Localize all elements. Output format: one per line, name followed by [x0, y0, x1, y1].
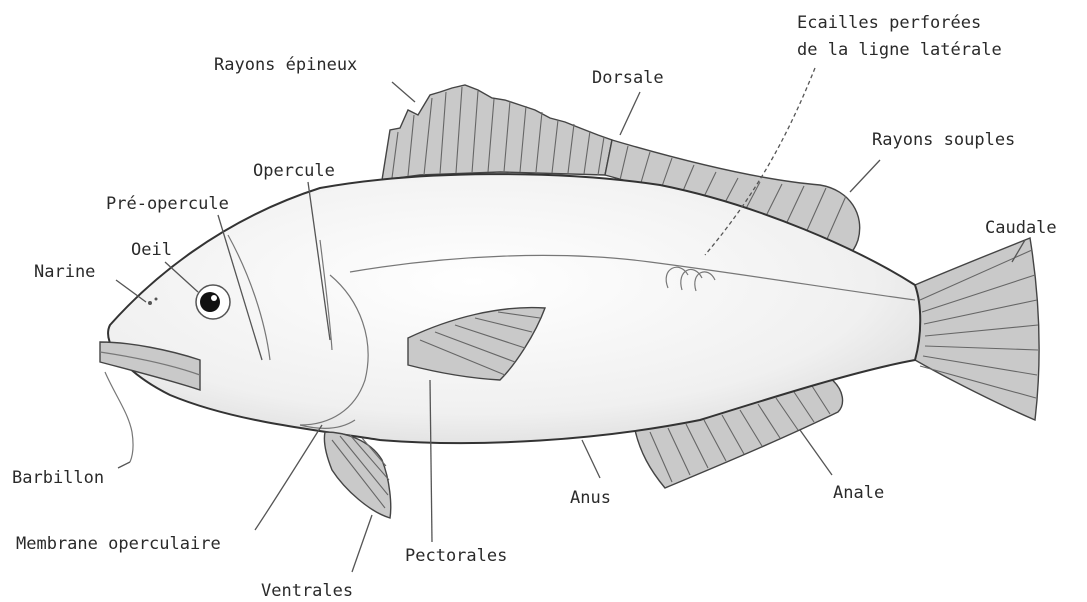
leader-barbillon [118, 462, 130, 468]
leader-anus [582, 440, 600, 478]
label-oeil: Oeil [131, 240, 172, 260]
label-narine: Narine [34, 262, 95, 282]
leader-rayons-souples [850, 160, 880, 192]
label-anus: Anus [570, 488, 611, 508]
label-ventrales: Ventrales [261, 581, 353, 601]
barbel [105, 372, 133, 462]
label-anale: Anale [833, 483, 884, 503]
label-rayons-souples: Rayons souples [872, 130, 1015, 150]
label-ecailles-line2: de la ligne latérale [797, 40, 1002, 60]
label-opercule: Opercule [253, 161, 335, 181]
spiny-dorsal-fin [382, 85, 612, 180]
leader-rayons-epineux [392, 82, 415, 102]
leader-narine [116, 280, 146, 302]
leader-membrane [255, 425, 322, 530]
pelvic-fin [324, 432, 390, 518]
label-ecailles-line1: Ecailles perforées [797, 13, 981, 33]
label-pre-opercule: Pré-opercule [106, 194, 229, 214]
leader-anale [800, 430, 832, 475]
leader-ventrales [352, 515, 372, 572]
label-barbillon: Barbillon [12, 468, 104, 488]
caudal-fin [915, 238, 1039, 420]
leader-dorsale [620, 92, 640, 135]
label-rayons-epineux: Rayons épineux [214, 55, 357, 75]
label-caudale: Caudale [985, 218, 1057, 238]
label-membrane-operculaire: Membrane operculaire [16, 534, 221, 554]
label-dorsale: Dorsale [592, 68, 664, 88]
eye [196, 285, 230, 319]
label-pectorales: Pectorales [405, 546, 507, 566]
